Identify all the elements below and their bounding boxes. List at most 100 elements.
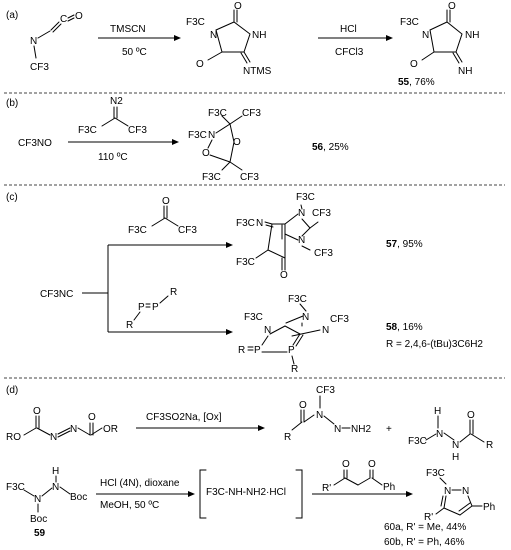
o-atom: O (410, 59, 418, 70)
nh-group: NH (458, 66, 472, 77)
p-atom: P (254, 345, 261, 356)
f3c-group: F3C (186, 17, 205, 28)
azodicarboxylate: RO O N N O OR (6, 406, 118, 443)
cf3-hydrazide-isomer: F3C H N N H O R (408, 406, 493, 463)
r-definition: R = 2,4,6-(tBu)3C6H2 (386, 339, 483, 350)
h-atom: H (452, 452, 459, 463)
ph-group: Ph (483, 502, 495, 513)
o-atom: O (467, 410, 475, 421)
product-58-label: 58, 16% (386, 322, 423, 333)
panel-d: (d) RO O N N O OR CF3SO2Na, [Ox] CF3 (6, 385, 495, 548)
o-atom: O (202, 148, 210, 159)
o-atom: O (368, 459, 376, 470)
panel-a: (a) N C O CF3 TMSCN 50 ºC F3C N O NH (6, 1, 479, 88)
product-57-label: 57, 95% (386, 239, 423, 250)
r-prime-group: R' (424, 512, 433, 523)
p-atom: P (138, 302, 145, 313)
diketone: O R' O Ph (322, 459, 395, 494)
product-56-label: 56, 25% (312, 142, 349, 153)
n1-atom: N (444, 486, 451, 497)
r-prime-group: R' (322, 483, 331, 494)
compound-59: F3C N Boc N H Boc (6, 466, 87, 525)
f3c-group: F3C (296, 192, 315, 203)
n-atom: N (52, 482, 59, 493)
o-atom: O (299, 400, 307, 411)
r-group: R (284, 432, 291, 443)
cf3-group: CF3 (178, 225, 197, 236)
n-atom: N (316, 410, 323, 421)
r-group: R (126, 320, 133, 331)
f3c-group: F3C (128, 225, 147, 236)
h-atom: H (52, 466, 59, 477)
n-atom: N (70, 424, 77, 435)
product-60a-label: 60a, R' = Me, 44% (384, 522, 466, 533)
cf3-group: CF3 (330, 314, 349, 325)
n-atom: N (452, 440, 459, 451)
o-atom: O (196, 59, 204, 70)
panel-b: (b) CF3NO N2 F3C CF3 110 ºC F3C N O O (6, 96, 349, 183)
nh2-group: NH2 (351, 424, 371, 435)
cf3-group: CF3 (314, 248, 333, 259)
cf3-group: CF3 (242, 108, 261, 119)
o-atom: O (448, 1, 456, 12)
ro-group: RO (6, 432, 21, 443)
pyrazole-60: F3C N N R' Ph (424, 468, 495, 523)
hexafluoro-diazopropane: N2 F3C CF3 (78, 96, 147, 136)
f3c-group: F3C (288, 294, 307, 305)
f3c-group: F3C (408, 436, 427, 447)
panel-c-label: (c) (6, 192, 18, 203)
f3c-group: F3C (202, 172, 221, 183)
n-atom: N (208, 130, 215, 141)
n1-atom: N (422, 30, 429, 41)
hydrazine-salt: F3C-NH-NH2·HCl (199, 469, 303, 519)
o-atom: O (342, 459, 350, 470)
condition-hcl-dioxane: HCl (4N), dioxane (100, 478, 180, 489)
f3c-group: F3C (188, 130, 207, 141)
p-atom: P (288, 345, 295, 356)
panel-b-label: (b) (6, 98, 18, 109)
product-55: F3C N O NH O NH (400, 1, 479, 77)
reagent-hcl: HCl (340, 24, 357, 35)
compound-59-label: 59 (34, 528, 46, 539)
r-group: R (486, 440, 493, 451)
ntms-group: NTMS (243, 66, 272, 77)
panel-c: (c) CF3NC O F3C CF3 R P P R (6, 192, 483, 375)
boc-group: Boc (70, 492, 87, 503)
r-group: R (170, 287, 177, 298)
diphosphene: R P P R (126, 287, 177, 331)
f3c-group: F3C (236, 257, 255, 268)
n2-atom: N (462, 486, 469, 497)
condition-110c: 110 ºC (98, 152, 128, 163)
start-cf3nc: CF3NC (40, 289, 73, 300)
nh-group: NH (465, 30, 479, 41)
n-atom: N (436, 429, 443, 440)
o-atom: O (233, 137, 241, 148)
r-group: R (238, 345, 245, 356)
c-atom: C (60, 14, 67, 25)
product-58: F3C N F3C N N CF3 P P R R (238, 294, 349, 375)
n-atom: N (256, 218, 263, 229)
cf3-group: CF3 (240, 172, 259, 183)
r-group: R (291, 364, 298, 375)
f3c-group: F3C (426, 468, 445, 479)
n-atom: N (334, 424, 341, 435)
f3c-group: F3C (78, 125, 97, 136)
product-60b-label: 60b, R' = Ph, 46% (384, 537, 465, 548)
n-atom: N (298, 235, 305, 246)
o-atom: O (75, 11, 83, 22)
salt-formula: F3C-NH-NH2·HCl (206, 487, 286, 498)
f3c-group: F3C (400, 17, 419, 28)
n1-atom: N (210, 30, 217, 41)
cf3-isocyanate: N C O CF3 (30, 11, 83, 73)
cf3-group: CF3 (128, 125, 147, 136)
o-atom: O (162, 196, 170, 207)
o-atom: O (88, 412, 96, 423)
reagent-cf3so2na: CF3SO2Na, [Ox] (146, 412, 222, 423)
n-atom: N (34, 494, 41, 505)
panel-d-label: (d) (6, 385, 18, 396)
cf3-hydrazide: CF3 N O R N NH2 (284, 385, 371, 443)
f3c-group: F3C (6, 482, 25, 493)
reagent-tmscn: TMSCN (110, 24, 146, 35)
cf3-group: CF3 (30, 62, 49, 73)
